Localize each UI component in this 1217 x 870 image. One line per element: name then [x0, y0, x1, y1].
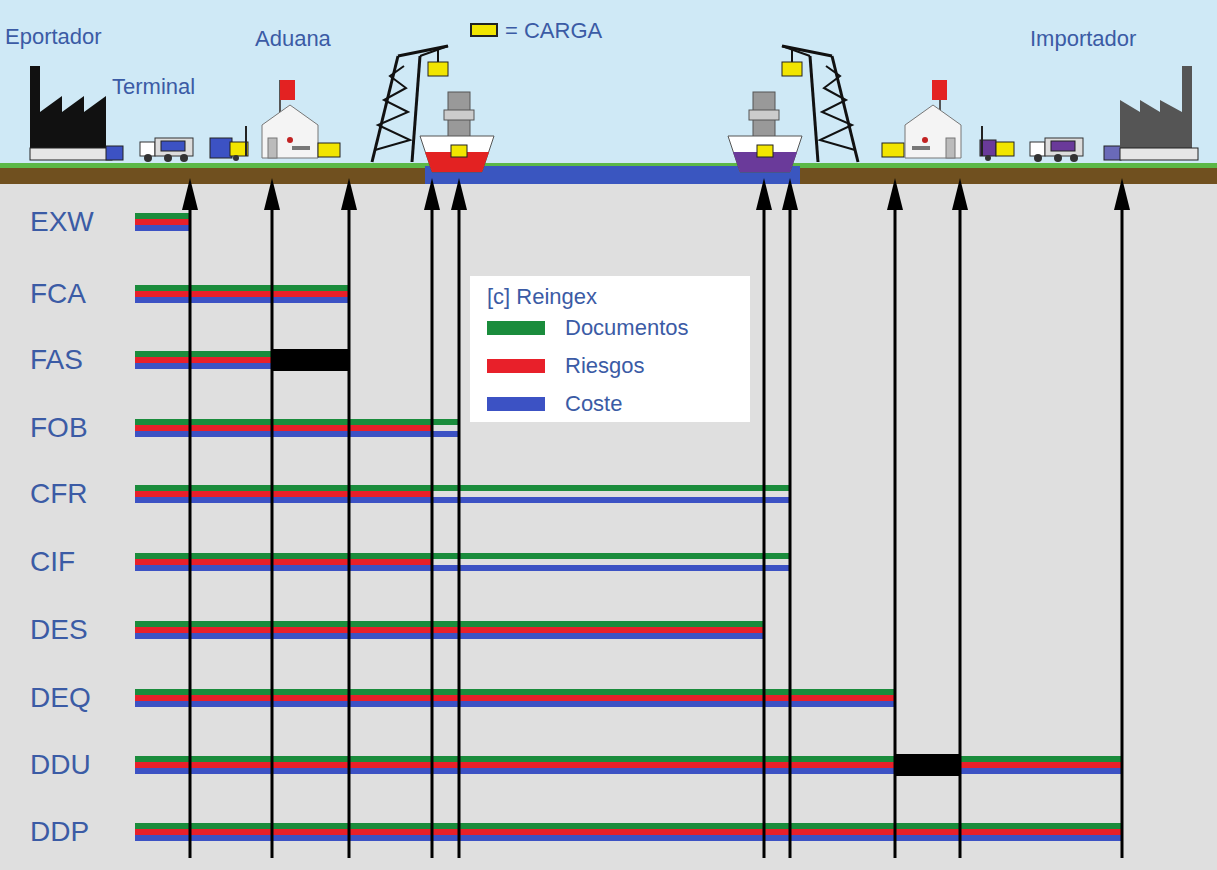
responsibility-bar: [135, 768, 1122, 774]
responsibility-bar: [135, 762, 1122, 768]
arrow-head: [341, 178, 357, 210]
responsibility-bar: [135, 497, 790, 503]
terminal-forklift: [210, 126, 248, 161]
legend-swatch: [470, 23, 498, 37]
legend-swatch: [487, 359, 545, 373]
arrow-head: [264, 178, 280, 210]
crane: [782, 46, 858, 162]
responsibility-bar: [135, 695, 895, 701]
arrow-head: [182, 178, 198, 210]
cargo-symbol: [428, 62, 448, 76]
incoterm-code: DDU: [30, 751, 91, 779]
legend-swatch: [487, 397, 545, 411]
responsibility-bar: [135, 351, 272, 357]
cargo-symbol: [782, 62, 802, 76]
arrow-head: [424, 178, 440, 210]
responsibility-bar: [135, 363, 272, 369]
transfer-arrow: [458, 206, 461, 858]
party-label: Eportador: [5, 26, 102, 48]
legend-box: [c] ReingexDocumentosRiesgosCoste: [470, 276, 750, 422]
responsibility-bar: [135, 419, 459, 425]
responsibility-bar: [135, 219, 190, 225]
responsibility-bar: [135, 835, 1122, 841]
responsibility-bar: [135, 829, 1122, 835]
transfer-arrow: [348, 206, 351, 858]
arrow-head: [1114, 178, 1130, 210]
responsibility-bar: [135, 633, 764, 639]
cargo-symbol: [318, 143, 340, 157]
arrow-head: [952, 178, 968, 210]
arrow-head: [887, 178, 903, 210]
transfer-arrow: [271, 206, 274, 858]
exporter-factory: [30, 66, 123, 160]
transfer-block: [272, 349, 349, 371]
party-label: Importador: [1030, 28, 1136, 50]
responsibility-bar: [135, 701, 895, 707]
legend-text: Documentos: [565, 317, 689, 339]
responsibility-bar: [135, 297, 349, 303]
transfer-arrow: [1121, 206, 1124, 858]
incoterm-code: CFR: [30, 480, 88, 508]
import-forklift: [980, 126, 1014, 161]
transfer-arrow: [959, 206, 962, 858]
responsibility-bar: [135, 425, 432, 431]
ship-export: [420, 92, 494, 172]
legend-text: Riesgos: [565, 355, 644, 377]
responsibility-bar: [135, 553, 790, 559]
responsibility-bar: [135, 491, 432, 497]
transfer-arrow: [189, 206, 192, 858]
responsibility-bar: [135, 431, 459, 437]
incoterm-code: DEQ: [30, 684, 91, 712]
sky: [0, 0, 1217, 165]
responsibility-bar: [135, 357, 272, 363]
legend-heading: [c] Reingex: [487, 286, 597, 308]
arrow-head: [756, 178, 772, 210]
responsibility-bar: [135, 285, 349, 291]
cargo-symbol: [882, 143, 904, 157]
responsibility-bar: [135, 627, 764, 633]
customs-house: [262, 80, 318, 158]
import-truck: [1030, 138, 1083, 162]
incoterm-code: DES: [30, 616, 88, 644]
responsibility-bar: [135, 621, 764, 627]
legend-text: = CARGA: [505, 20, 602, 42]
arrow-head: [782, 178, 798, 210]
place-label: Aduana: [255, 28, 331, 50]
arrow-group: [182, 178, 1130, 858]
transfer-arrow: [431, 206, 434, 858]
transfer-block: [895, 754, 960, 776]
responsibility-bar: [135, 225, 190, 231]
responsibility-bar: [135, 485, 790, 491]
transfer-arrow: [894, 206, 897, 858]
transfer-arrow: [789, 206, 792, 858]
incoterm-code: EXW: [30, 208, 94, 236]
responsibility-bar: [135, 559, 432, 565]
responsibility-bar: [135, 756, 1122, 762]
incoterm-code: FAS: [30, 346, 83, 374]
incoterm-code: FOB: [30, 414, 88, 442]
place-label: Terminal: [112, 76, 195, 98]
transfer-arrow: [763, 206, 766, 858]
legend-swatch: [487, 321, 545, 335]
customs-house: [905, 80, 961, 158]
bar-group: [135, 213, 1122, 841]
incoterm-code: FCA: [30, 280, 86, 308]
importer-factory: [1104, 66, 1198, 160]
responsibility-bar: [135, 565, 790, 571]
ship-import: [728, 92, 802, 172]
responsibility-bar: [135, 213, 190, 219]
responsibility-bar: [135, 689, 895, 695]
arrow-head: [451, 178, 467, 210]
terminal-truck: [140, 138, 193, 162]
incoterm-code: CIF: [30, 548, 75, 576]
legend-text: Coste: [565, 393, 622, 415]
responsibility-bar: [135, 291, 349, 297]
responsibility-bar: [135, 823, 1122, 829]
incoterm-code: DDP: [30, 818, 89, 846]
